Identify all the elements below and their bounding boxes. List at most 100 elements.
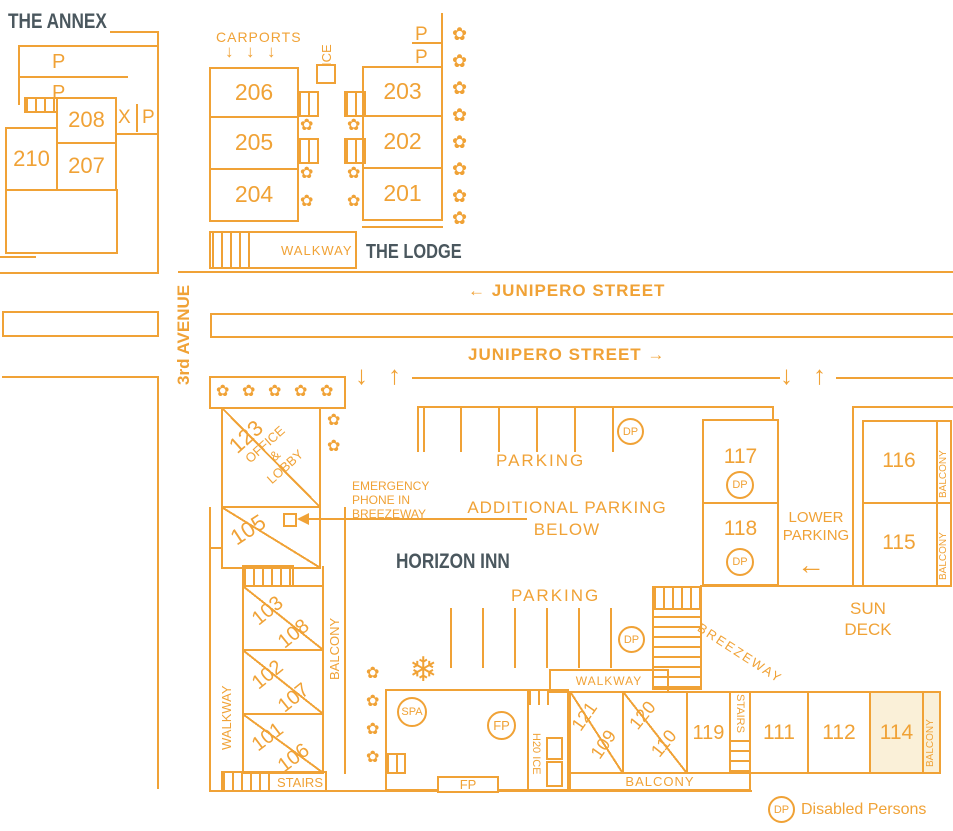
room-101-106-box: [242, 713, 324, 774]
disabled-parking-badge: DP: [617, 418, 644, 445]
boundary-line: [700, 585, 952, 587]
parking-stall: [498, 408, 500, 452]
annex-line: [18, 45, 20, 105]
parking-upper-label: PARKING: [496, 451, 586, 470]
snowflake-icon: ❄: [409, 651, 438, 689]
room-202: 202: [362, 115, 443, 169]
room-205: 205: [209, 116, 299, 170]
flower-icon: ✿: [327, 438, 341, 455]
flower-icon: ✿: [294, 383, 308, 400]
disabled-parking-badge: DP: [618, 626, 645, 653]
room-divider: [702, 502, 779, 504]
junipero-street-west-label: ← JUNIPERO STREET: [468, 281, 666, 300]
flower-icon: ✿: [452, 105, 468, 125]
junipero-street-east-label: JUNIPERO STREET →: [468, 345, 666, 364]
carport-hatch: [242, 565, 294, 587]
ice-machine: [316, 64, 336, 84]
boundary-line: [852, 406, 953, 408]
balcony-west-label: BALCONY: [327, 617, 342, 680]
annex-line: [157, 31, 159, 274]
room-111-box: 111: [749, 691, 809, 774]
room-divider: [527, 689, 529, 791]
flower-icon: ✿: [452, 51, 468, 71]
flower-icon: ✿: [347, 165, 361, 182]
flower-icon: ✿: [452, 186, 468, 206]
balcony-west-line: [344, 507, 346, 774]
annex-line: [136, 104, 138, 132]
room-204: 204: [209, 168, 299, 222]
lodge-walkway-hatch: [212, 233, 254, 267]
lodge-walkway-label: WALKWAY: [281, 243, 353, 258]
parking-stall: [578, 608, 580, 668]
annex-carport-hatch: [24, 97, 58, 113]
room-201: 201: [362, 167, 443, 221]
annex-title: THE ANNEX: [8, 10, 107, 33]
room-121-109-box: [569, 691, 624, 774]
parking-post: [417, 406, 425, 452]
room-120-110-box: [622, 691, 688, 774]
parking-stall: [610, 608, 612, 668]
room-210: 210: [5, 127, 58, 191]
flower-icon: ✿: [452, 159, 468, 179]
lower-parking-label: LOWER PARKING: [782, 509, 850, 544]
staircase: [652, 608, 702, 690]
disabled-room-badge: DP: [726, 471, 754, 499]
flower-icon: ✿: [366, 665, 380, 682]
room-114-box: 114: [869, 691, 924, 774]
flower-icon: ✿: [452, 208, 468, 228]
flower-icon: ✿: [347, 117, 361, 134]
room-103-108-box: [242, 585, 324, 651]
flower-icon: ✿: [300, 165, 314, 182]
annex-x-space: X: [118, 107, 131, 128]
ice-label: ICE: [319, 44, 334, 66]
flower-icon: ✿: [452, 132, 468, 152]
flower-icon: ✿: [452, 24, 468, 44]
flower-icon: ✿: [300, 117, 314, 134]
room-208: 208: [56, 97, 117, 144]
boundary-line: [209, 507, 211, 792]
boundary-line: [209, 547, 223, 549]
room-112-box: 112: [807, 691, 871, 774]
boundary-line: [322, 566, 324, 587]
lodge-hatch: [297, 91, 319, 117]
third-ave-curb: [157, 376, 159, 789]
annex-line: [110, 31, 159, 33]
flower-icon: ✿: [366, 721, 380, 738]
street-curb: [412, 377, 780, 379]
lodge-line: [441, 13, 443, 67]
curb-line: [0, 272, 159, 274]
balcony-116-label: BALCONY: [938, 450, 949, 498]
carport-arrow-icon: ↓: [267, 42, 276, 61]
room-116-label: 116: [882, 449, 916, 472]
spa-hatch: [529, 691, 551, 705]
parking-edge: [772, 406, 774, 421]
curb-line: [0, 256, 36, 258]
room-117-label: 117: [723, 445, 758, 468]
street-median-east: [210, 313, 953, 338]
traffic-arrow-icon: ↓: [780, 360, 793, 390]
staircase: [652, 586, 702, 610]
stairs-west-label: STAIRS: [277, 775, 323, 790]
lodge-parking-p: P: [415, 47, 428, 68]
lower-parking-arrow-icon: ←: [797, 549, 825, 580]
street-curb: [178, 271, 953, 273]
stairs-west-hatch: [223, 773, 273, 790]
room-118-label: 118: [723, 517, 758, 540]
emergency-phone-note: EMERGENCY PHONE IN BREEZEWAY: [352, 479, 430, 521]
street-curb: [836, 377, 953, 379]
annex-line: [18, 45, 159, 47]
boundary-line: [852, 406, 854, 587]
carport-arrow-icon: ↓: [246, 42, 255, 61]
lodge-hatch: [344, 138, 366, 164]
emergency-phone-arrow-line: [308, 518, 527, 520]
room-119-box: 119: [686, 691, 731, 774]
annex-building: [5, 189, 118, 254]
spa-circle: SPA: [397, 697, 427, 727]
traffic-arrow-icon: ↑: [388, 360, 401, 390]
disabled-room-badge: DP: [726, 548, 754, 576]
street-median-west: [2, 311, 159, 337]
parking-stall: [546, 608, 548, 668]
lodge-parking-p: P: [415, 24, 428, 45]
fireplace-circle: FP: [487, 711, 516, 740]
